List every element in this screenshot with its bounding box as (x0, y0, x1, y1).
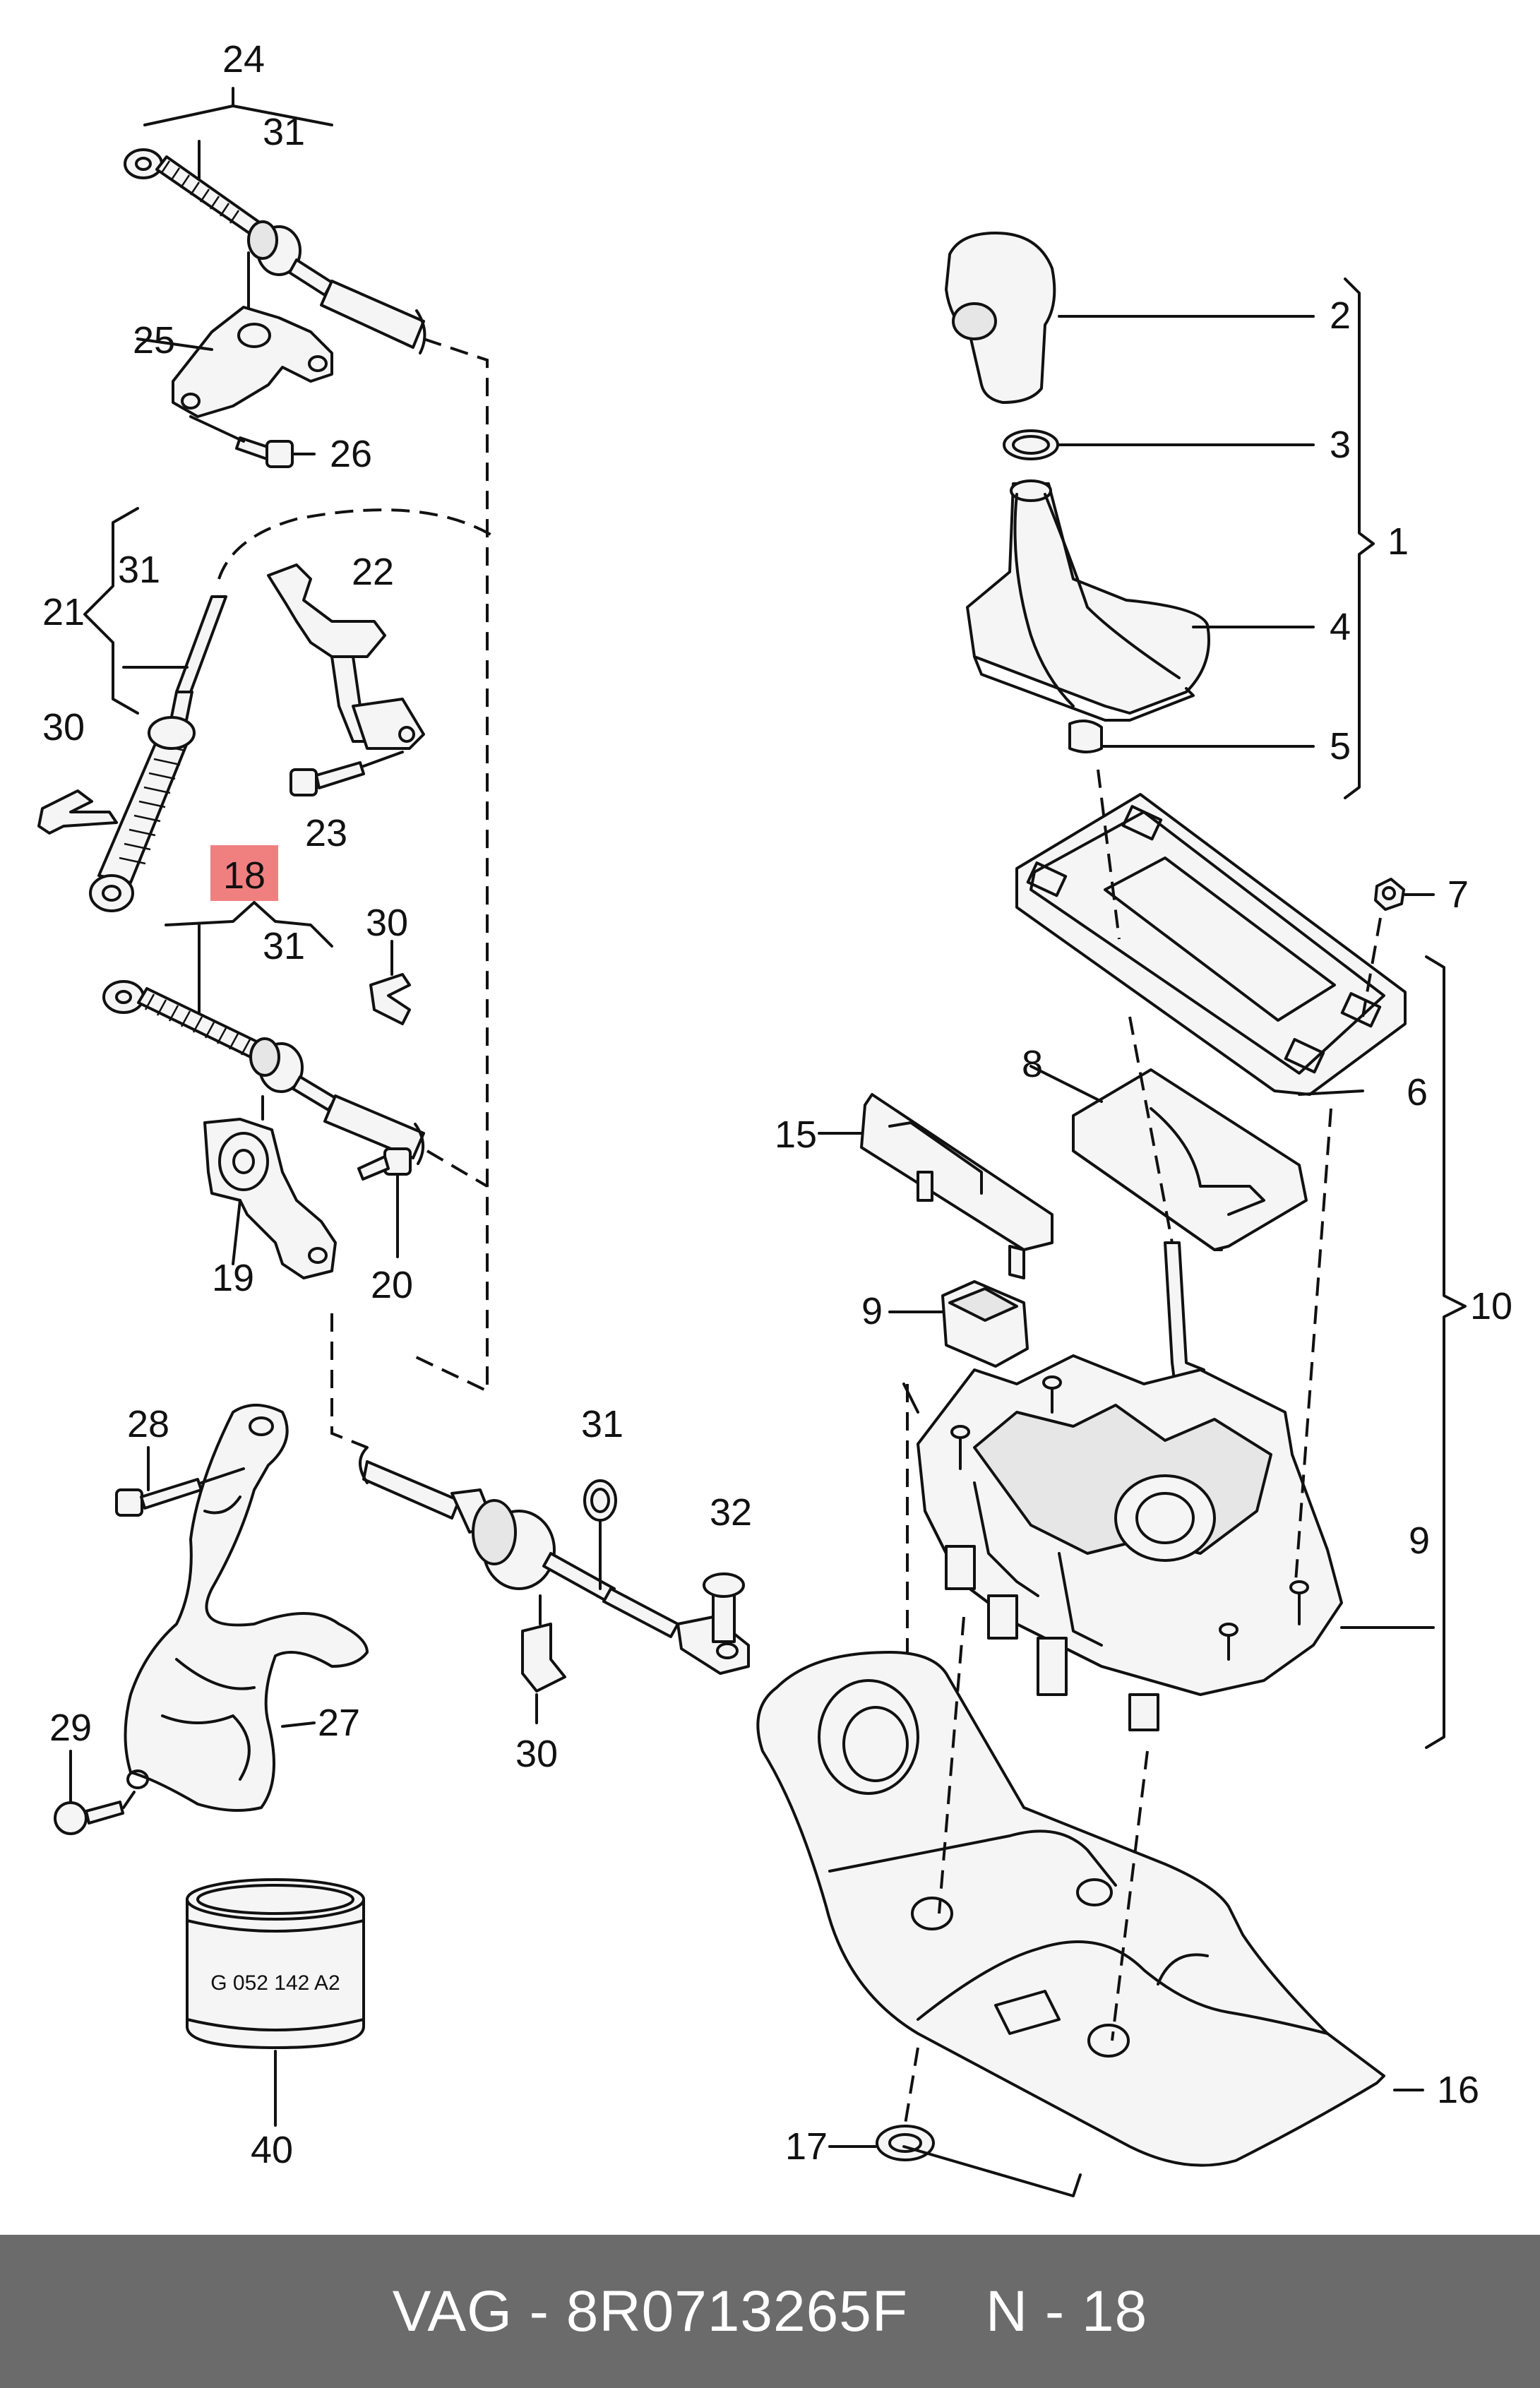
grease-can-40: G 052 142 A2 (186, 1878, 365, 2127)
gate-cover-8 (818, 1065, 1308, 1368)
part-number-footer: VAG - 8R0713265F N - 18 (0, 2235, 1540, 2388)
label-27: 27 (318, 1702, 360, 1744)
label-7: 7 (1448, 873, 1469, 916)
cable-21-assembly (37, 507, 496, 912)
label-31-top: 31 (263, 111, 305, 153)
base-plate-16 (756, 1616, 1424, 2197)
label-10: 10 (1470, 1285, 1512, 1327)
label-6: 6 (1407, 1071, 1428, 1114)
label-30-mid: 30 (366, 902, 408, 944)
label-22: 22 (352, 551, 394, 593)
can-label-text: G 052 142 A2 (210, 1971, 340, 1995)
shifter-mechanism (902, 769, 1435, 1758)
label-21: 21 (42, 591, 85, 633)
cable-18-assembly (102, 845, 425, 1279)
label-19: 19 (212, 1257, 254, 1299)
label-30-left: 30 (42, 706, 85, 748)
label-17: 17 (785, 2125, 828, 2168)
label-32: 32 (710, 1491, 752, 1534)
label-5: 5 (1330, 725, 1351, 768)
label-2: 2 (1330, 294, 1351, 337)
cable-24-assembly (124, 87, 426, 468)
label-20: 20 (371, 1264, 413, 1306)
bracket-27 (54, 1404, 369, 1835)
label-15: 15 (775, 1114, 817, 1156)
callout-labels: 1 2 3 4 5 6 7 8 9 9 10 15 16 17 18 19 20… (42, 38, 1512, 2171)
label-28: 28 (127, 1403, 169, 1445)
label-26: 26 (330, 433, 372, 475)
label-4: 4 (1330, 606, 1351, 648)
label-24: 24 (222, 38, 265, 80)
routing-lines (330, 338, 489, 1449)
footer-position: N - 18 (985, 2279, 1148, 2344)
label-9-mechanism: 9 (1409, 1520, 1430, 1562)
label-1: 1 (1387, 520, 1409, 563)
shift-knob-assembly (945, 232, 1375, 799)
label-8: 8 (1022, 1043, 1043, 1085)
label-31-oring: 31 (581, 1403, 623, 1445)
highlight-18 (210, 845, 278, 901)
label-31-cable21: 31 (118, 549, 160, 591)
label-40: 40 (251, 2129, 293, 2171)
cable-end-assembly (359, 1446, 750, 1724)
label-23: 23 (305, 812, 347, 854)
label-3: 3 (1330, 424, 1351, 466)
label-30-bottom: 30 (515, 1733, 558, 1775)
label-16: 16 (1437, 2069, 1479, 2111)
label-31-cable18: 31 (263, 925, 305, 967)
footer-part-number: 8R0713265F (566, 2279, 908, 2344)
trim-frame-6 (1015, 793, 1467, 1749)
label-9-switch: 9 (861, 1290, 883, 1332)
label-29: 29 (49, 1707, 92, 1749)
footer-separator: - (529, 2279, 549, 2344)
label-25: 25 (133, 319, 175, 362)
exploded-parts-diagram: G 052 142 A2 (37, 38, 1512, 2197)
label-18: 18 (223, 854, 265, 897)
footer-brand: VAG (392, 2279, 513, 2344)
